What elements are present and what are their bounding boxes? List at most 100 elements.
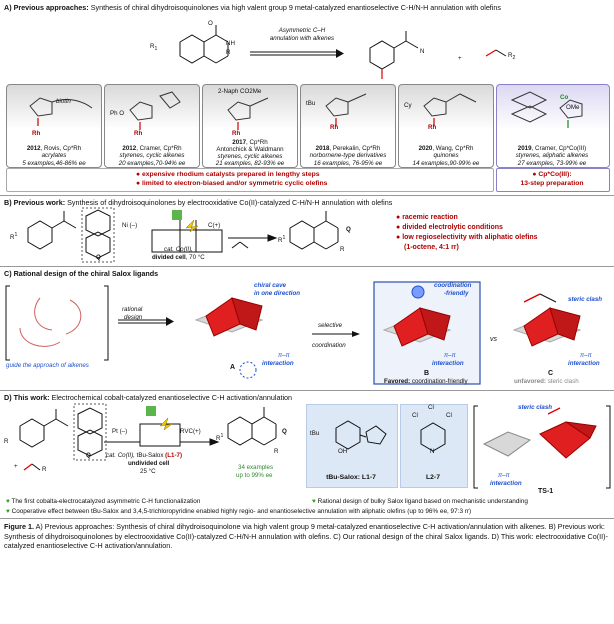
l2-panel — [400, 404, 468, 488]
panel-antonchick — [202, 84, 298, 168]
panel-3-metal: Rh — [232, 130, 241, 137]
c-favored: Favored: coordination-friendly — [384, 378, 468, 385]
c-coord-friendly-1: coordination — [434, 282, 472, 289]
c-unfavored: unfavored: steric clash — [514, 378, 579, 385]
d-pi: π–π — [498, 472, 510, 479]
b-feature-1: ● racemic reaction — [396, 214, 458, 221]
c-cave-1: chiral cave — [254, 282, 286, 289]
c-interaction-a: interaction — [262, 360, 294, 367]
panel-4-examples: 16 examples, 76-95% ee — [313, 160, 383, 167]
co-note-box — [496, 168, 610, 192]
panel-5-examples: 14 examples,90-99% ee — [412, 160, 480, 167]
plus-sign: + — [458, 55, 462, 62]
c-selective: selective — [318, 322, 343, 329]
section-b-heading: B) Previous work: Synthesis of dihydrois… — [4, 198, 393, 207]
l2-n: N — [430, 448, 435, 455]
panel-1-metal: Rh — [32, 130, 41, 137]
divider-ab — [0, 195, 614, 196]
c-pi-a: π–π — [278, 352, 290, 359]
b-catalyst: cat. Co(II), — [164, 246, 193, 253]
panel-5-metal: Rh — [428, 124, 437, 131]
panel-4-title: 2018, Perekalin, Cp*Rh — [315, 145, 381, 152]
b-c-label: C(+) — [208, 222, 221, 229]
panel-6-scope: styrenes, aliphatic alkenes — [515, 152, 589, 159]
d-pt: Pt (–) — [112, 428, 128, 435]
divider-caption — [0, 518, 614, 519]
r1-label: R1 — [150, 43, 158, 53]
panel-1-extra: biotin — [56, 98, 71, 105]
catalyst-sketches — [29, 91, 583, 130]
arrow-label-1: Asymmetric C–H — [278, 27, 326, 34]
d-bullet-2: ♥ Rational design of bulky Salox ligand … — [312, 498, 528, 505]
panel-1-title: 2012, Rovis, Cp*Rh — [26, 145, 82, 152]
c-guide: guide the approach of alkenes — [6, 362, 89, 369]
b-r1-label: R1 — [10, 232, 18, 242]
salox-oh: OH — [338, 448, 348, 455]
salox-label: tBu-Salox: L1-7 — [326, 474, 376, 481]
d-r-olefin: R — [42, 466, 47, 473]
d-product-r1: R1 — [216, 433, 224, 443]
panel-2-scope: styrenes, cyclic alkenes — [119, 152, 185, 159]
figure-caption: Figure 1. A) Previous approaches: Synthe… — [4, 522, 608, 551]
panel-6-metal: Co — [560, 94, 569, 101]
design-scheme-c — [5, 281, 582, 385]
section-c-heading: C) Rational design of the chiral Salox l… — [4, 269, 159, 278]
co-note-2: 13-step preparation — [520, 180, 584, 187]
l2-cl-1: Cl — [412, 412, 418, 419]
b-product-r1: R1 — [278, 235, 286, 245]
b-q-label: Q — [96, 254, 101, 261]
c-label-a: A — [230, 364, 236, 371]
d-steric: steric clash — [518, 404, 553, 411]
panel-5-scope: quinones — [433, 152, 459, 159]
nh-label: NH — [226, 40, 235, 47]
d-examples-2: up to 99% ee — [236, 472, 273, 479]
l2-cl-3: Cl — [446, 412, 452, 419]
co-note-1: ● Cp*Co(III): — [532, 171, 572, 178]
drawback-1: ● expensive rhodium catalysts prepared i… — [136, 171, 320, 178]
r2-label: R2 — [508, 52, 516, 62]
panel-perekalin — [300, 84, 396, 168]
d-q-label: Q — [86, 452, 91, 459]
reaction-scheme-a — [179, 25, 507, 79]
panel-3-scope: styrenes, cyclic alkenes — [217, 153, 283, 160]
panel-wang — [398, 84, 494, 168]
b-product-r: R — [340, 246, 345, 253]
c-cave-2: in one direction — [254, 290, 301, 297]
panel-5-title: 2020, Wang, Cp*Rh — [418, 145, 474, 152]
c-label-b: B — [424, 370, 430, 377]
c-interaction-c: interaction — [568, 360, 600, 367]
c-coord-friendly-2: -friendly — [444, 290, 469, 297]
d-product-q: Q — [282, 428, 287, 435]
drawbacks-box — [6, 168, 494, 192]
panel-5-extra: Cy — [404, 102, 412, 109]
d-cell: undivided cell — [128, 460, 170, 467]
panel-4-extra: tBu — [306, 100, 316, 107]
d-examples-1: 34 examples — [238, 464, 274, 471]
d-r-label: R — [4, 438, 9, 445]
l2-label: L2-7 — [426, 474, 440, 481]
d-cat: cat. Co(II), tBu-Salox (L1-7) — [106, 452, 182, 459]
c-vs: vs — [490, 336, 497, 343]
panel-3-authors: Antonchick & Waldmann — [216, 146, 284, 153]
arrow-label-2: annulation with alkenes — [269, 35, 335, 42]
panel-cramer-rh — [104, 84, 200, 168]
section-d-heading: D) This work: Electrochemical cobalt-cat… — [4, 393, 293, 402]
c-design: design — [124, 314, 143, 321]
section-a-heading: A) Previous approaches: Synthesis of chi… — [4, 3, 501, 12]
panel-2-title: 2012, Cramer, Cp*Rh — [122, 145, 182, 152]
d-interaction: interaction — [490, 480, 522, 487]
l2-structure — [420, 422, 446, 452]
d-bullet-1: ♥ The first cobalta-electrocatalyzed asy… — [6, 498, 201, 505]
b-ni-label: Ni (–) — [122, 222, 138, 229]
panel-4-metal: Rh — [330, 124, 339, 131]
divider-bc — [0, 266, 614, 267]
b-feature-3: ● low regioselectivity with aliphatic ol… — [396, 234, 538, 241]
drawback-2: ● limited to electron-biased and/or symm… — [136, 180, 328, 187]
c-interaction-b: interaction — [432, 360, 464, 367]
d-bullet-3: ♥ Cooperative effect between tBu-Salox a… — [6, 508, 472, 515]
c-rational: rational — [122, 306, 143, 313]
panel-cramer-co — [496, 84, 610, 168]
panel-6-examples: 27 examples, 73-99% ee — [517, 160, 587, 167]
r-label: R — [226, 49, 231, 56]
c-steric: steric clash — [568, 296, 603, 303]
